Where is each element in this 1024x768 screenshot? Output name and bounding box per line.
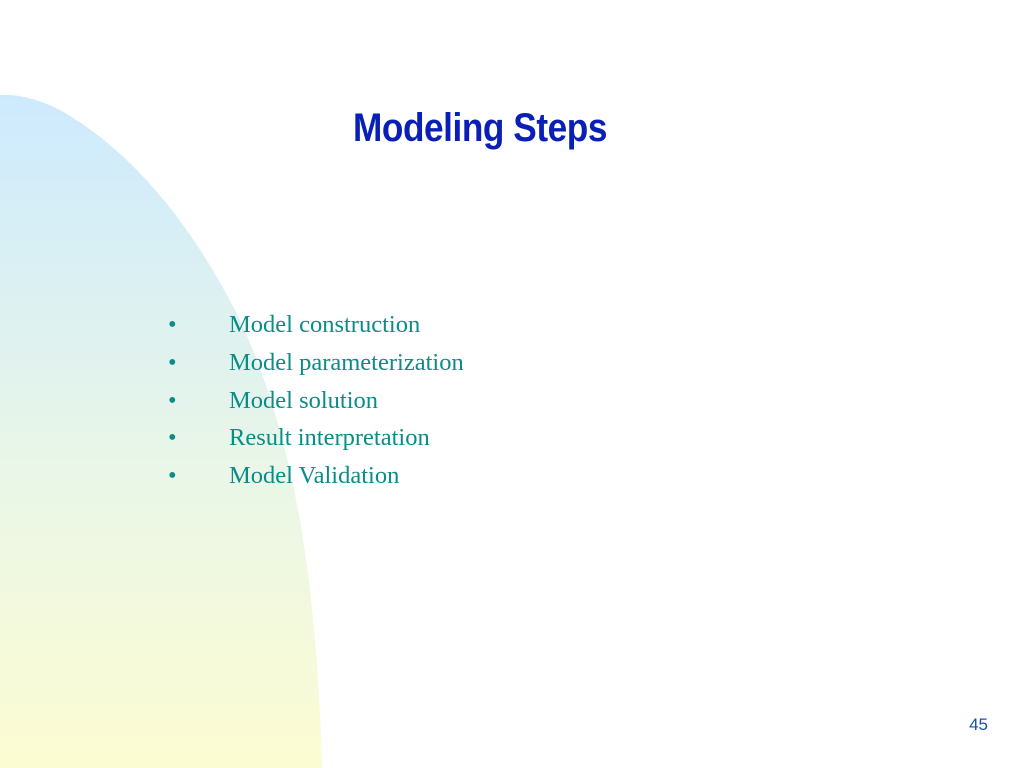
slide-title: Modeling Steps xyxy=(353,106,607,150)
list-item: • Model parameterization xyxy=(168,349,464,387)
bullet-icon: • xyxy=(168,386,177,414)
bullet-icon: • xyxy=(168,348,177,376)
list-item: • Result interpretation xyxy=(168,424,464,462)
list-item: • Model Validation xyxy=(168,462,464,500)
bullet-icon: • xyxy=(168,424,177,452)
bullet-text: Model solution xyxy=(229,386,379,414)
list-item: • Model solution xyxy=(168,387,464,425)
list-item: • Model construction xyxy=(168,311,464,349)
bullet-text: Model parameterization xyxy=(229,348,464,376)
bullet-icon: • xyxy=(168,462,177,490)
bullet-list: • Model construction • Model parameteriz… xyxy=(168,311,464,500)
bullet-text: Model Validation xyxy=(229,462,400,490)
bullet-text: Model construction xyxy=(229,311,421,338)
bullet-text: Result interpretation xyxy=(229,424,430,452)
bullet-icon: • xyxy=(168,311,177,338)
page-number: 45 xyxy=(969,715,988,734)
